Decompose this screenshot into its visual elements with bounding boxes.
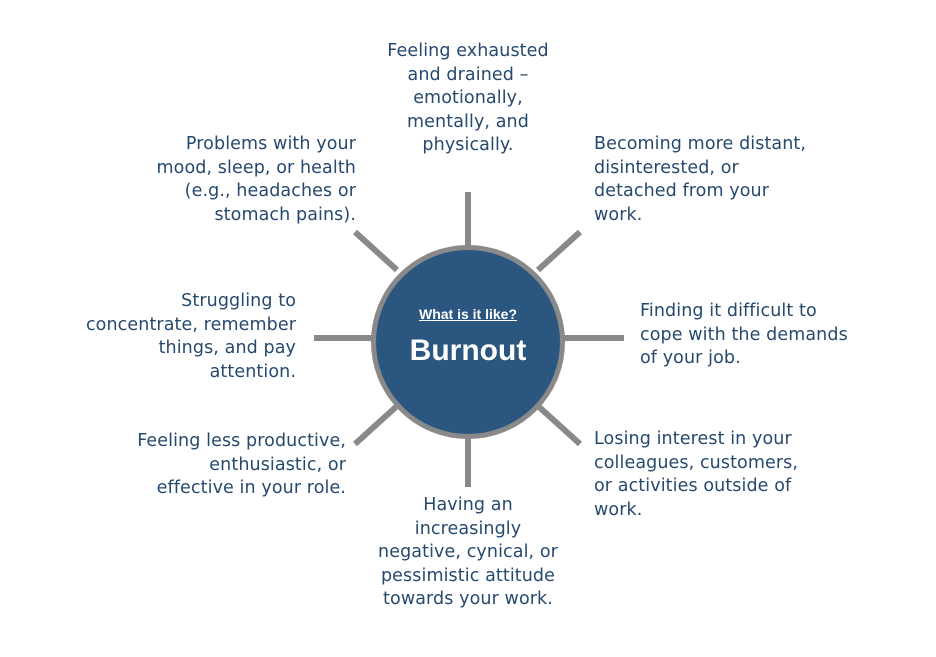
note-line: mood, sleep, or health: [156, 157, 356, 178]
spoke-top-right: [535, 229, 583, 273]
note-bottom: Having an increasingly negative, cynical…: [348, 494, 588, 612]
note-line: concentrate, remember: [85, 314, 296, 335]
note-line: Becoming more distant,: [594, 134, 807, 154]
note-line: effective in your role.: [156, 478, 346, 498]
note-line: mentally, and: [407, 111, 529, 132]
note-line: (e.g., headaches or: [184, 181, 356, 201]
note-left: Struggling to concentrate, remember thin…: [86, 290, 296, 384]
note-line: things, and pay: [158, 338, 296, 358]
note-line: towards your work.: [383, 589, 553, 609]
center-title: Burnout: [409, 334, 527, 367]
note-line: Feeling less productive,: [137, 431, 346, 451]
note-line: Finding it difficult to: [640, 301, 817, 321]
note-line: physically.: [422, 135, 514, 155]
note-top: Feeling exhausted and drained – emotiona…: [348, 40, 588, 158]
note-line: Problems with your: [185, 134, 356, 154]
note-line: cope with the demands: [640, 324, 848, 345]
note-line: increasingly: [414, 518, 522, 539]
note-line: disinterested, or: [594, 157, 739, 178]
note-bottom-right: Losing interest in your colleagues, cust…: [594, 428, 798, 522]
note-top-right: Becoming more distant, disinterested, or…: [594, 133, 806, 227]
note-line: and drained –: [407, 64, 529, 85]
note-line: emotionally,: [413, 88, 523, 108]
note-top-left: Problems with your mood, sleep, or healt…: [156, 133, 356, 227]
note-line: pessimistic attitude: [380, 565, 556, 586]
spoke-bottom-left: [352, 403, 400, 447]
spoke-bottom-right: [535, 403, 583, 447]
center-subtitle: What is it like?: [418, 306, 517, 322]
note-line: detached from your: [594, 181, 770, 201]
center-circle: What is it like? Burnout: [371, 245, 565, 439]
note-line: of your job.: [640, 348, 741, 368]
note-line: work.: [594, 204, 643, 225]
note-line: Struggling to: [181, 291, 296, 311]
spoke-top-left: [352, 229, 400, 273]
note-line: Losing interest in your: [594, 429, 792, 449]
note-line: or activities outside of: [594, 476, 792, 496]
note-line: Having an: [423, 495, 513, 515]
note-line: work.: [594, 499, 643, 520]
note-right: Finding it difficult to cope with the de…: [640, 300, 848, 371]
note-line: attention.: [209, 361, 296, 382]
note-line: stomach pains).: [214, 204, 356, 225]
note-line: colleagues, customers,: [594, 452, 799, 473]
note-bottom-left: Feeling less productive, enthusiastic, o…: [137, 430, 346, 501]
note-line: Feeling exhausted: [387, 41, 549, 61]
note-line: enthusiastic, or: [209, 454, 346, 475]
note-line: negative, cynical, or: [378, 542, 558, 562]
